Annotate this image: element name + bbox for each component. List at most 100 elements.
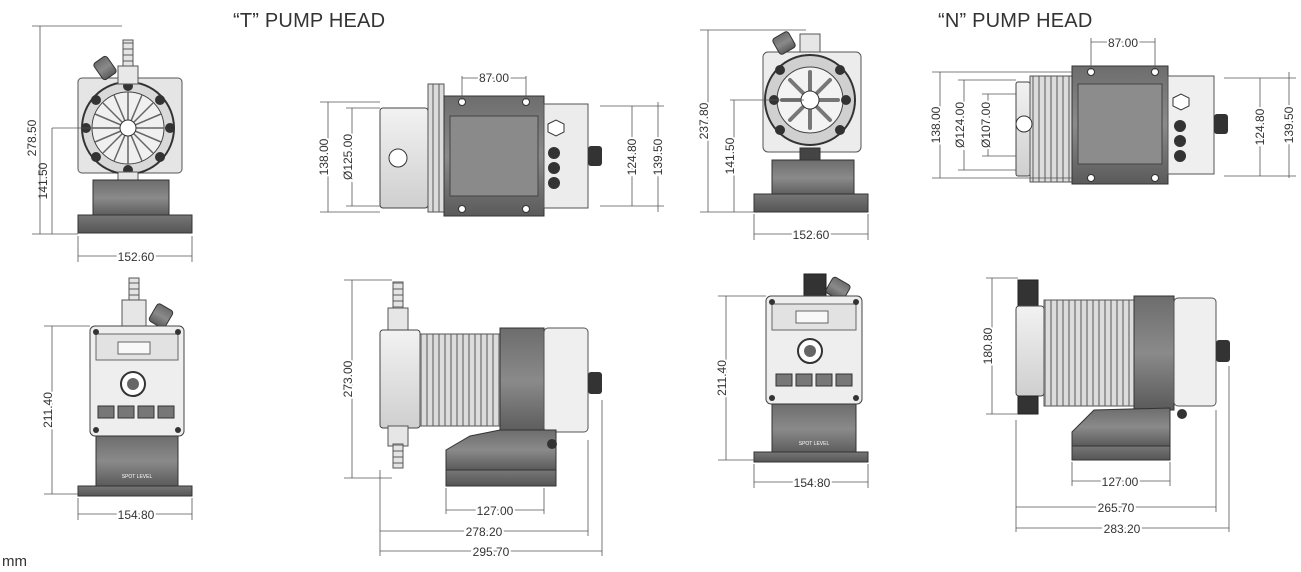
n-panel-width-label: 154.80 [794,476,831,490]
n-panel-base-text: SPOT LEVEL [799,441,830,447]
n-panel-display [795,310,829,324]
n-panel-dim-lines [718,295,869,488]
t-top-knob [588,146,602,166]
n-front-base [753,193,869,213]
n-pump-head-title: “N” PUMP HEAD [938,10,1093,32]
n-front-valve-top [799,33,821,53]
n-profile-valve-top [1017,279,1039,307]
n-top-height-right1-label: 124.80 [1253,108,1267,145]
n-profile-pump-head [1015,305,1045,397]
t-panel-corner-screws [93,329,181,433]
n-profile-motor [1133,295,1175,411]
t-profile-pump-head [379,329,421,429]
t-profile-control-box [543,327,589,433]
t-panel-base [77,485,193,497]
n-top-top-label: 87.00 [1108,36,1138,50]
t-top-motor-face [449,115,539,197]
n-front-bolts [769,65,851,135]
t-front-inlet-fitting [122,39,134,69]
t-top-top-label: 87.00 [479,71,509,85]
t-panel-base-text: SPOT LEVEL [122,474,153,480]
t-profile-view: 273.00 127.00 278.20 295.70 [339,279,603,561]
t-profile-height-label: 273.00 [341,360,355,397]
n-panel-height-label: 211.40 [715,360,729,396]
n-panel-stand [771,403,857,455]
n-profile-dim-lines [986,277,1230,532]
n-top-diameter1-label: Ø124.00 [953,102,967,148]
n-profile-valve-bottom [1017,395,1039,415]
t-front-bleed-knob [93,55,117,81]
n-top-motor-face [1077,83,1163,165]
t-profile-len2-label: 295.70 [473,545,510,559]
t-profile-dim-lines [344,279,603,556]
n-front-width-label: 152.60 [793,228,830,242]
t-top-diameter-label: Ø125.00 [341,134,355,180]
t-profile-base-label: 127.00 [477,504,514,518]
t-panel-buttons [97,405,175,419]
t-profile-knob [588,372,602,394]
t-top-port [388,148,408,168]
t-front-height-label: 278.50 [25,119,39,156]
n-profile-len2-label: 283.20 [1104,522,1141,536]
n-profile-bellows [1043,299,1135,407]
n-top-bellows [1029,75,1073,183]
n-front-dim-lines [700,29,869,240]
t-profile-bellows [419,333,501,427]
n-panel-buttons [775,373,853,387]
n-front-height-label: 237.80 [697,102,711,139]
t-front-valve-top [117,65,139,85]
t-front-dim-lines [32,25,193,262]
t-profile-valve-bottom [387,425,409,447]
n-top-diameter2-label: Ø107.00 [979,102,993,148]
n-front-bleed-knob [772,31,796,55]
t-panel-dim-lines [44,325,193,520]
n-profile-base [1071,445,1171,461]
t-top-cable-gland [547,119,565,137]
n-top-connectors [1174,120,1186,162]
t-panel-view: SPOT LEVEL 211.40 154.80 [39,277,193,524]
t-panel-valve [121,299,147,329]
t-profile-fitting-bottom [392,443,404,469]
t-profile-valve-top [387,307,409,333]
n-profile-base-label: 127.00 [1102,475,1139,489]
t-front-base [77,214,193,234]
t-front-width-label: 152.60 [118,250,155,264]
t-top-height-right1-label: 124.80 [625,138,639,175]
t-profile-motor [499,327,545,435]
n-profile-stand [1071,407,1171,447]
n-profile-len1-label: 265.70 [1098,501,1135,515]
n-panel-base [753,451,869,463]
n-profile-view: 180.80 127.00 265.70 283.20 [979,277,1230,538]
n-top-port [1015,115,1033,133]
t-top-connectors [548,147,560,189]
n-panel-valve [803,273,827,297]
t-panel-dial-center [127,378,139,390]
t-front-hub [119,119,137,137]
t-top-height-right2-label: 139.50 [651,138,665,175]
t-pump-head-title: “T” PUMP HEAD [233,10,386,32]
n-panel-dial-center [804,345,816,357]
t-panel-display [117,341,151,355]
n-top-height-left-label: 138.00 [929,106,943,143]
t-profile-stand [445,429,557,471]
n-profile-height-label: 180.80 [981,327,995,364]
n-front-stand [771,159,855,197]
t-panel-height-label: 211.40 [41,392,55,428]
n-profile-knob [1216,340,1230,362]
t-top-height-left-label: 138.00 [317,138,331,175]
t-front-view: 278.50 141.50 152.60 [25,25,193,266]
n-top-height-right2-label: 139.50 [1282,106,1296,143]
n-profile-control-box [1173,297,1217,407]
t-top-dim-lines [320,76,664,213]
n-panel-view: SPOT LEVEL 211.40 154.80 [713,273,869,492]
t-top-screws [458,98,530,213]
n-top-view: 87.00 138.00 Ø124.00 Ø107.00 124.80 139.… [927,34,1298,185]
t-panel-width-label: 154.80 [118,508,155,522]
t-profile-len1-label: 278.20 [466,525,503,539]
n-top-cable-gland [1172,93,1190,111]
t-profile-cable-gland [547,439,557,449]
n-top-screws [1087,68,1159,182]
n-profile-cable-gland [1177,409,1187,419]
n-top-knob [1214,114,1228,134]
